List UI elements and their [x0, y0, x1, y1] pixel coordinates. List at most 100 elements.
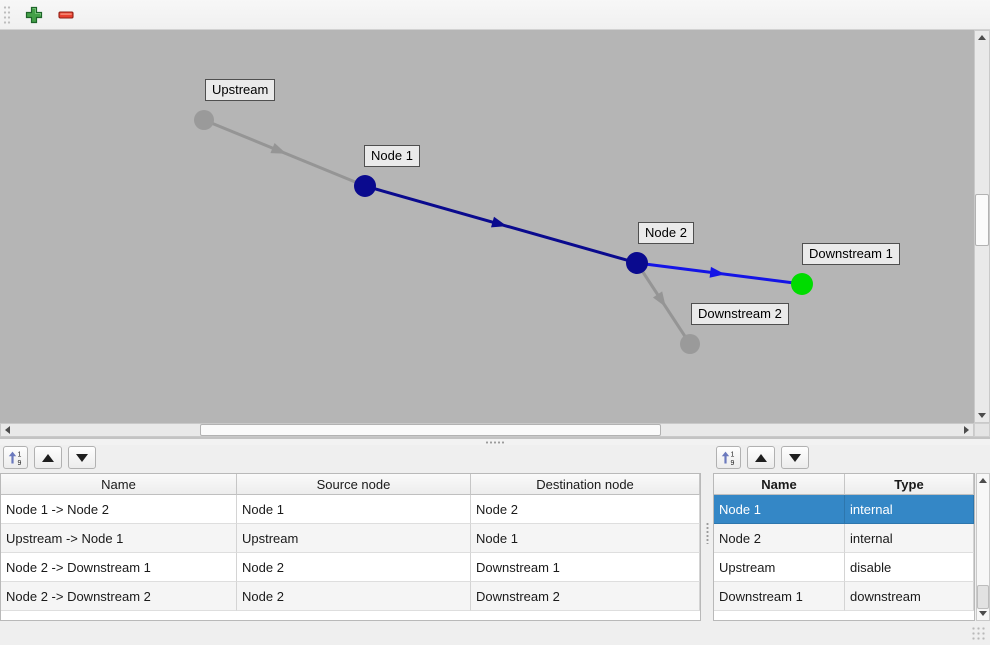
column-header-name[interactable]: Name	[1, 474, 237, 495]
canvas-horizontal-scrollbar[interactable]	[0, 423, 974, 437]
nodes-table-scrollbar[interactable]	[976, 473, 990, 621]
table-cell[interactable]: Node 2 -> Downstream 1	[1, 553, 237, 582]
column-header-name[interactable]: Name	[714, 474, 845, 495]
edge-arrow-icon	[709, 266, 726, 278]
vertical-scroll-track[interactable]	[975, 44, 989, 409]
table-cell[interactable]: internal	[845, 524, 974, 553]
remove-button[interactable]	[53, 2, 79, 28]
node-label-upstream[interactable]: Upstream	[205, 79, 276, 101]
sort-ascending-icon: 1 9	[8, 452, 21, 466]
arrow-right-icon	[964, 426, 969, 434]
node-label-downstream-1[interactable]: Downstream 1	[802, 243, 900, 265]
table-cell[interactable]: Node 2	[237, 582, 471, 611]
add-button[interactable]	[21, 2, 47, 28]
table-cell[interactable]: Node 1	[714, 495, 845, 524]
move-node-up-button[interactable]	[747, 446, 775, 469]
column-header-destination-node[interactable]: Destination node	[471, 474, 700, 495]
svg-text:9: 9	[730, 460, 734, 466]
table-cell[interactable]: downstream	[845, 582, 974, 611]
node-label-downstream-2[interactable]: Downstream 2	[691, 303, 789, 325]
vertical-scroll-thumb[interactable]	[975, 194, 989, 246]
table-cell[interactable]: internal	[845, 495, 974, 524]
nodes-scroll-track[interactable]	[977, 487, 989, 609]
nodes-pane-toolbar: 1 9	[713, 446, 990, 469]
status-bar	[0, 621, 990, 644]
svg-text:1: 1	[17, 452, 21, 459]
sort-ascending-icon: 1 9	[721, 452, 734, 466]
node-upstream[interactable]	[194, 110, 214, 130]
table-cell[interactable]: Node 2	[237, 553, 471, 582]
column-header-type[interactable]: Type	[845, 474, 974, 495]
node-node-1[interactable]	[354, 175, 376, 197]
arrow-down-icon	[789, 453, 801, 462]
arrow-left-icon	[5, 426, 10, 434]
nodes-scroll-thumb[interactable]	[977, 585, 989, 609]
node-node-2[interactable]	[626, 252, 648, 274]
table-cell[interactable]: Node 1 -> Node 2	[1, 495, 237, 524]
move-edge-down-button[interactable]	[68, 446, 96, 469]
sort-nodes-button[interactable]: 1 9	[716, 446, 741, 469]
edge-arrow-icon	[270, 142, 287, 154]
table-cell[interactable]: Downstream 1	[471, 553, 700, 582]
node-label-node-1[interactable]: Node 1	[364, 145, 420, 167]
sort-edges-button[interactable]: 1 9	[3, 446, 28, 469]
graph-svg	[194, 110, 813, 354]
horizontal-pane-splitter[interactable]	[0, 437, 990, 445]
window-resize-grip[interactable]	[971, 626, 987, 641]
table-cell[interactable]: Node 1	[471, 524, 700, 553]
table-cell[interactable]: Node 2	[714, 524, 845, 553]
minus-icon	[58, 10, 74, 19]
table-cell[interactable]: Upstream	[237, 524, 471, 553]
table-cell[interactable]: Downstream 2	[471, 582, 700, 611]
scroll-up-button[interactable]	[977, 474, 989, 487]
arrow-up-icon	[755, 453, 767, 462]
table-cell[interactable]: Node 1	[237, 495, 471, 524]
arrow-up-icon	[42, 453, 54, 462]
node-downstream-1[interactable]	[791, 273, 813, 295]
plus-icon	[25, 6, 43, 23]
scroll-down-button[interactable]	[975, 409, 989, 422]
edge-arrow-icon	[652, 291, 666, 307]
horizontal-scroll-thumb[interactable]	[200, 424, 661, 436]
table-cell[interactable]: Downstream 1	[714, 582, 845, 611]
column-header-source-node[interactable]: Source node	[237, 474, 471, 495]
svg-text:1: 1	[730, 452, 734, 459]
table-cell[interactable]: Node 2	[471, 495, 700, 524]
horizontal-scroll-track[interactable]	[14, 424, 960, 436]
scroll-up-button[interactable]	[975, 31, 989, 44]
table-cell[interactable]: Node 2 -> Downstream 2	[1, 582, 237, 611]
move-edge-up-button[interactable]	[34, 446, 62, 469]
table-cell[interactable]: disable	[845, 553, 974, 582]
table-cell[interactable]: Upstream	[714, 553, 845, 582]
vertical-pane-splitter[interactable]	[701, 445, 713, 621]
move-node-down-button[interactable]	[781, 446, 809, 469]
scroll-down-button[interactable]	[977, 607, 989, 620]
splitter-grip-icon	[485, 440, 505, 444]
arrow-down-icon	[979, 611, 987, 616]
main-toolbar	[0, 0, 990, 30]
scroll-right-button[interactable]	[960, 424, 973, 436]
node-downstream-2[interactable]	[680, 334, 700, 354]
arrow-up-icon	[978, 35, 986, 40]
table-cell[interactable]: Upstream -> Node 1	[1, 524, 237, 553]
node-label-node-2[interactable]: Node 2	[638, 222, 694, 244]
scroll-left-button[interactable]	[1, 424, 14, 436]
canvas-vertical-scrollbar[interactable]	[974, 30, 990, 423]
toolbar-drag-handle[interactable]	[3, 4, 11, 25]
